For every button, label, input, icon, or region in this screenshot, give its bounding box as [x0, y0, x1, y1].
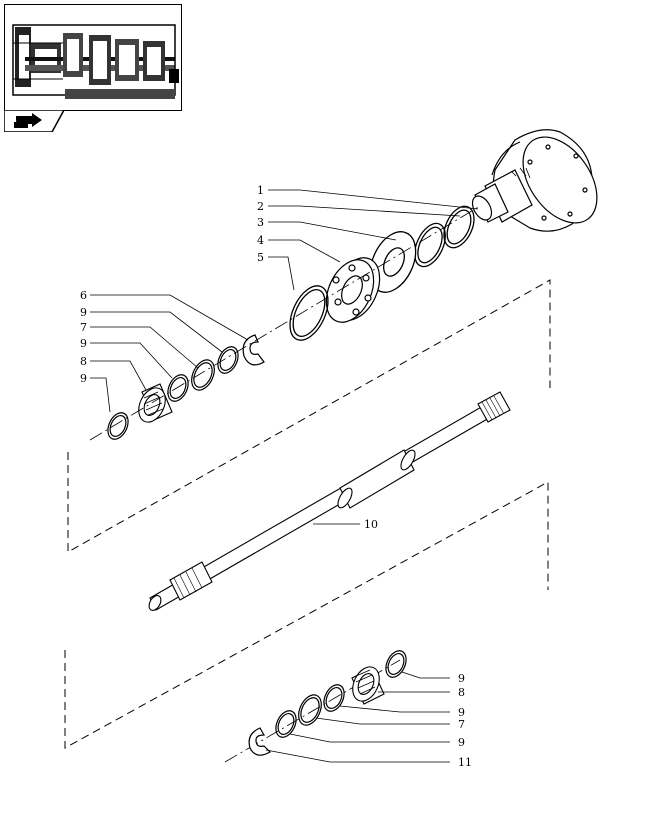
needle-bearing-8a — [138, 383, 173, 423]
circlip-11 — [248, 727, 271, 756]
ring-3 — [414, 222, 446, 268]
callout-label: 4 — [257, 234, 264, 247]
callout-label: 6 — [80, 289, 87, 302]
ring-9c — [107, 412, 129, 440]
snap-ring-5 — [289, 285, 329, 341]
callout-label: 9 — [458, 706, 465, 719]
transmission-section-thumbnail-icon — [5, 5, 181, 110]
circlip-6 — [242, 334, 265, 366]
callout-label: 8 — [80, 355, 87, 368]
callout-label: 1 — [257, 184, 264, 197]
shaft-callout-label: 10 — [364, 518, 378, 531]
callouts-left: 6 9 7 9 8 9 — [80, 289, 87, 385]
callouts-top: 1 2 3 4 5 — [257, 184, 264, 264]
ring-9d — [385, 650, 407, 678]
callout-label: 5 — [257, 251, 264, 264]
callout-label: 7 — [80, 321, 87, 334]
callout-label: 2 — [257, 200, 264, 213]
callout-label: 9 — [458, 736, 465, 749]
assembly-thumbnail[interactable] — [4, 4, 182, 111]
callouts-bottom: 9 8 9 7 9 11 — [458, 672, 472, 769]
callout-label: 9 — [80, 372, 87, 385]
callout-label: 11 — [458, 756, 472, 769]
ring-7b — [298, 694, 322, 726]
callout-label: 9 — [80, 306, 87, 319]
leader-lines — [90, 189, 479, 763]
ring-2 — [443, 205, 475, 249]
callout-label: 9 — [458, 672, 465, 685]
ring-7a — [191, 359, 215, 391]
needle-bearing-8b — [351, 666, 385, 705]
thrust-bearing — [325, 257, 381, 323]
callout-label: 7 — [458, 718, 465, 731]
next-page-button[interactable] — [3, 109, 66, 133]
callout-label: 3 — [257, 216, 264, 229]
ring-9b — [167, 374, 189, 402]
ring-9e — [323, 684, 345, 712]
ring-9f — [275, 710, 297, 738]
main-shaft-10 — [148, 391, 511, 611]
callout-label: 9 — [80, 337, 87, 350]
flange-housing — [471, 129, 598, 232]
ring-9a — [217, 346, 239, 374]
callout-label: 8 — [458, 686, 465, 699]
